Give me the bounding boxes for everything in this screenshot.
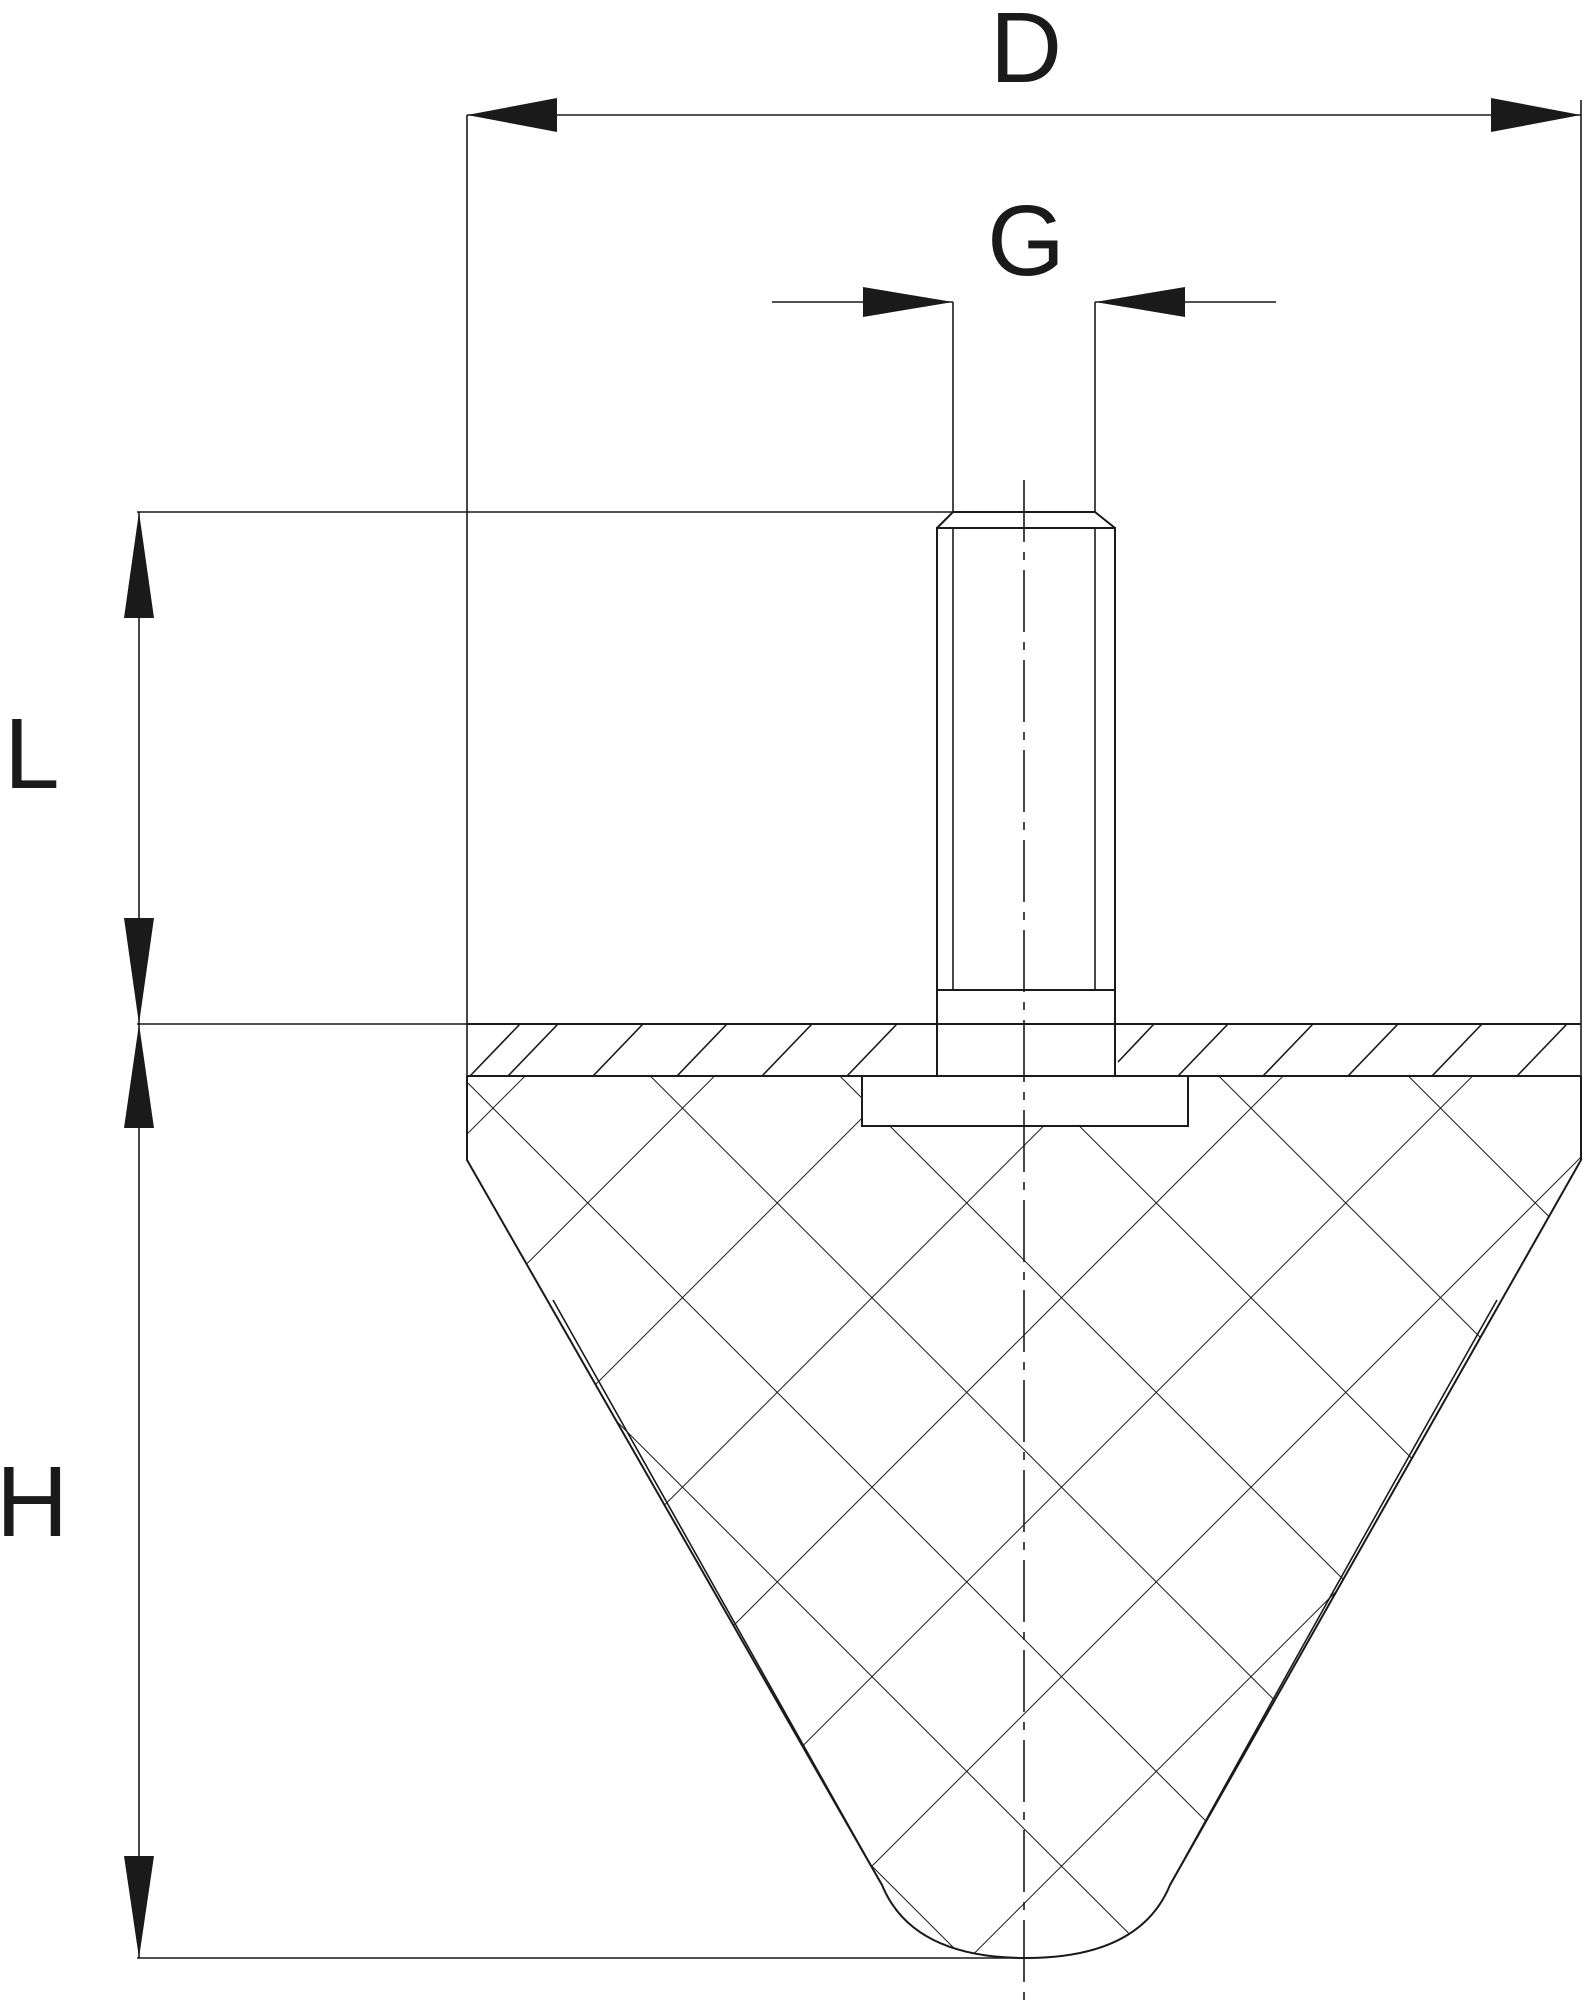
arrow-d-right — [1491, 98, 1581, 132]
stud-chamfer — [936, 511, 1116, 529]
arrow-d-left — [467, 98, 557, 132]
arrow-l-top — [124, 512, 154, 618]
stud-body — [936, 527, 1116, 991]
dimension-h: H — [0, 1023, 1028, 1959]
label-d: D — [990, 0, 1062, 104]
arrow-h-top — [124, 1024, 154, 1128]
arrow-g-left — [863, 287, 953, 317]
arrow-h-bottom — [124, 1856, 154, 1958]
arrow-g-right — [1095, 287, 1185, 317]
label-g: G — [987, 185, 1065, 297]
dimension-d: D — [466, 0, 1582, 1076]
embedded-washer — [861, 1075, 1189, 1127]
arrow-l-bottom — [124, 918, 154, 1024]
label-h: H — [0, 1446, 68, 1558]
cone-inner-curve — [552, 1299, 1498, 1886]
stud-base — [936, 989, 1116, 1077]
dimension-g: G — [772, 185, 1276, 512]
threaded-stud — [936, 511, 1116, 1077]
cone-outline — [466, 1076, 1582, 1960]
plate-hatch — [469, 1024, 1568, 1076]
label-l: L — [4, 698, 60, 810]
dimension-l: L — [4, 511, 953, 1024]
